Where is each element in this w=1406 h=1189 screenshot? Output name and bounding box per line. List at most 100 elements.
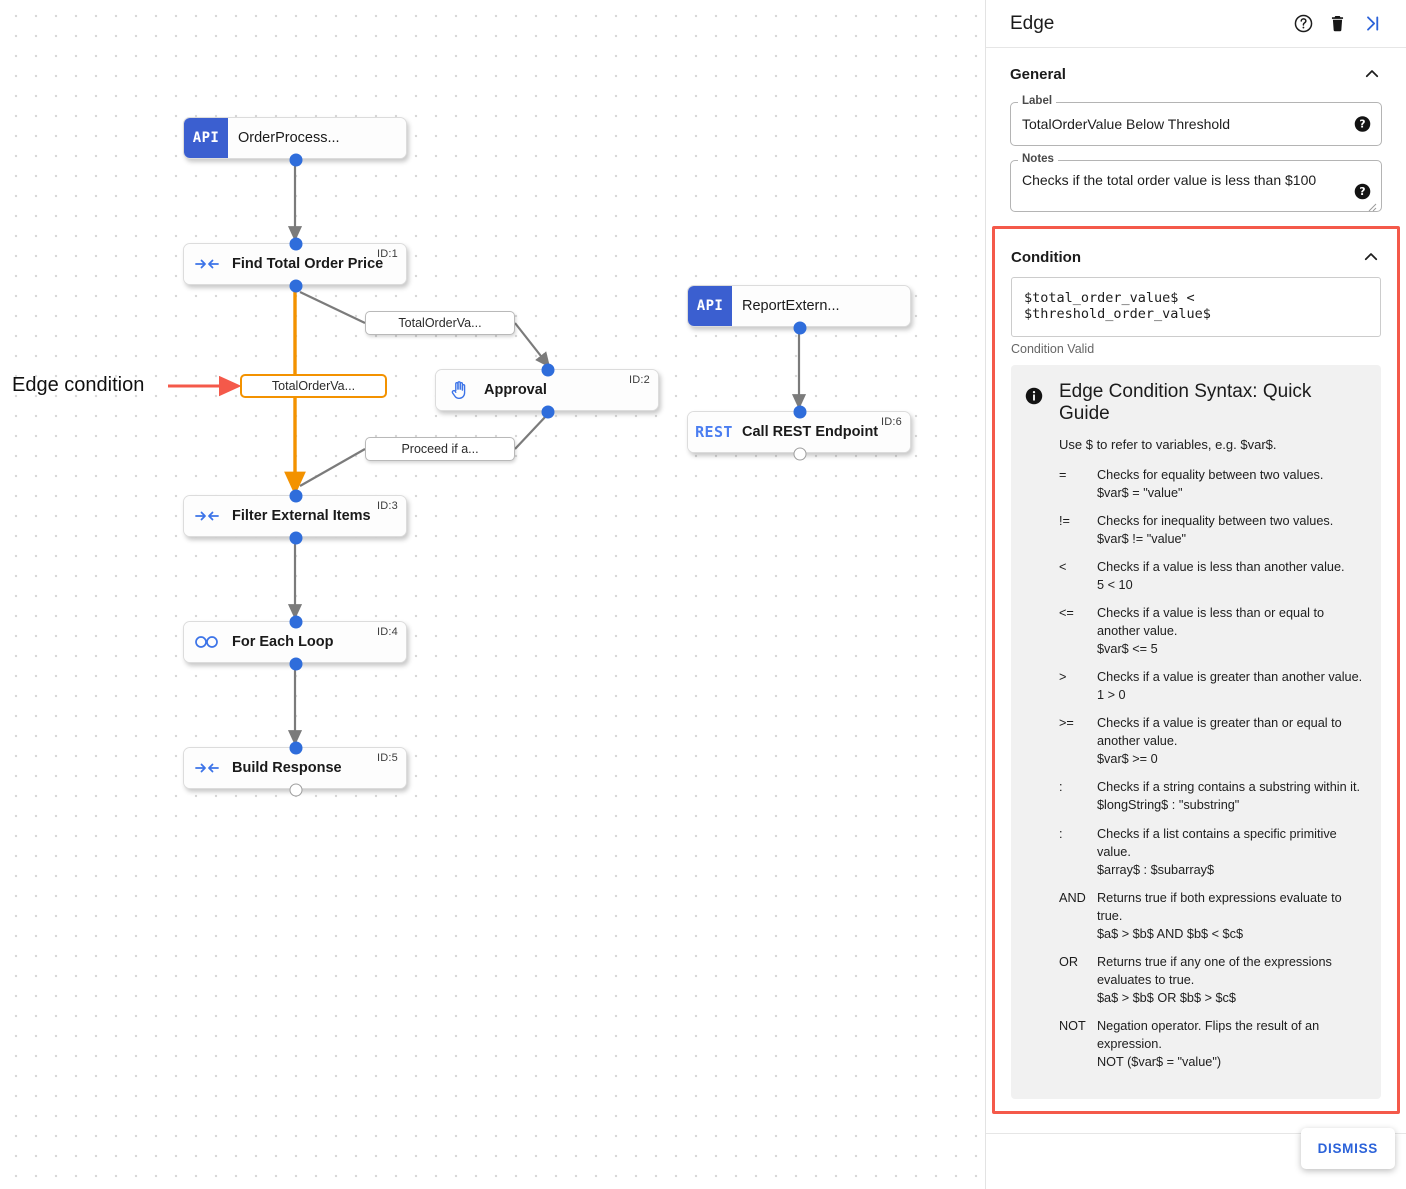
chevron-up-icon[interactable] xyxy=(1362,64,1382,84)
api-badge-icon: API xyxy=(184,118,228,158)
operator-description: Negation operator. Flips the result of a… xyxy=(1097,1017,1367,1071)
node-title: OrderProcess... xyxy=(238,130,340,146)
edge-label-text: TotalOrderVa... xyxy=(398,316,482,330)
operator-example: $a$ > $b$ AND $b$ < $c$ xyxy=(1097,926,1244,941)
guide-lead: Use $ to refer to variables, e.g. $var$. xyxy=(1059,437,1277,452)
panel-body: General Label TotalOrderValue Below Thre… xyxy=(986,48,1406,1133)
node-port-output[interactable] xyxy=(289,657,303,671)
merge-arrows-icon xyxy=(184,496,230,536)
node-port-input[interactable] xyxy=(289,741,303,755)
node-title: Filter External Items xyxy=(232,508,371,524)
merge-arrows-icon xyxy=(184,748,230,788)
node-call-rest-endpoint[interactable]: REST Call REST Endpoint ID:6 xyxy=(687,405,911,461)
node-build-response[interactable]: Build Response ID:5 xyxy=(183,741,407,797)
operator-description: Checks if a string contains a substring … xyxy=(1097,778,1367,814)
dismiss-button[interactable]: DISMISS xyxy=(1300,1128,1395,1169)
condition-syntax-guide-body: Edge Condition Syntax: Quick Guide Use $… xyxy=(1059,381,1367,1081)
help-icon[interactable] xyxy=(1286,7,1320,41)
operator-description-text: Checks for equality between two values. xyxy=(1097,468,1324,482)
operator-row: : Checks if a string contains a substring… xyxy=(1059,778,1367,814)
node-port-output[interactable] xyxy=(289,153,303,167)
node-approval[interactable]: Approval ID:2 xyxy=(435,363,659,419)
operator-example: 5 < 10 xyxy=(1097,578,1133,593)
operator-description: Checks for equality between two values.$… xyxy=(1097,466,1367,502)
operator-row: AND Returns true if both expressions eval… xyxy=(1059,889,1367,943)
node-id-label: ID:5 xyxy=(377,752,398,764)
operator-example: $var$ >= 0 xyxy=(1097,752,1158,767)
node-port-output[interactable] xyxy=(793,321,807,335)
edge-label-proceed-if[interactable]: Proceed if a... xyxy=(365,437,515,461)
operator-symbol: AND xyxy=(1059,890,1086,905)
node-title: Call REST Endpoint xyxy=(742,424,879,440)
node-title: Build Response xyxy=(232,760,342,776)
label-field-wrapper: Label TotalOrderValue Below Threshold ? xyxy=(1010,95,1382,146)
node-id-label: ID:4 xyxy=(377,626,398,638)
notes-help-icon[interactable]: ? xyxy=(1354,183,1371,200)
edge-label-text: TotalOrderVa... xyxy=(271,379,356,393)
node-port-output[interactable] xyxy=(289,531,303,545)
operator-symbol: = xyxy=(1059,468,1067,482)
label-field-legend: Label xyxy=(1018,95,1057,107)
node-find-total-order-price[interactable]: Find Total Order Price ID:1 xyxy=(183,237,407,293)
operator-row: = Checks for equality between two values.… xyxy=(1059,466,1367,502)
node-id-label: ID:6 xyxy=(881,416,902,428)
delete-icon[interactable] xyxy=(1320,7,1354,41)
operator-list: = Checks for equality between two values.… xyxy=(1059,466,1367,1071)
operator-description: Returns true if any one of the expressio… xyxy=(1097,953,1367,1007)
node-id-label: ID:2 xyxy=(629,374,650,386)
node-port-output[interactable] xyxy=(541,405,555,419)
section-condition-header[interactable]: Condition xyxy=(1001,231,1391,277)
operator-description-text: Negation operator. Flips the result of a… xyxy=(1097,1018,1320,1051)
operator-description: Checks if a list contains a specific pri… xyxy=(1097,825,1367,879)
condition-expression-input[interactable]: $total_order_value$ < $threshold_order_v… xyxy=(1011,277,1381,337)
operator-description: Checks for inequality between two values… xyxy=(1097,512,1367,548)
collapse-panel-icon[interactable] xyxy=(1354,7,1388,41)
node-port-output[interactable] xyxy=(793,447,807,461)
hand-approval-icon xyxy=(436,370,482,410)
operator-description: Returns true if both expressions evaluat… xyxy=(1097,889,1367,943)
node-id-label: ID:3 xyxy=(377,500,398,512)
operator-symbol: != xyxy=(1059,514,1070,529)
section-general-header[interactable]: General xyxy=(1000,48,1392,94)
annotation-edge-condition: Edge condition xyxy=(12,374,145,396)
label-help-icon[interactable]: ? xyxy=(1354,116,1371,133)
node-port-input[interactable] xyxy=(289,489,303,503)
node-for-each-loop[interactable]: For Each Loop ID:4 xyxy=(183,615,407,671)
operator-example: $var$ != "value" xyxy=(1097,532,1187,547)
node-port-input[interactable] xyxy=(541,363,555,377)
operator-example: $a$ > $b$ OR $b$ > $c$ xyxy=(1097,990,1236,1005)
chevron-up-icon[interactable] xyxy=(1361,247,1381,267)
node-filter-external-items[interactable]: Filter External Items ID:3 xyxy=(183,489,407,545)
operator-symbol: NOT xyxy=(1059,1018,1086,1033)
condition-validity-status: Condition Valid xyxy=(1011,342,1095,356)
operator-row: :Checks if a list contains a specific pr… xyxy=(1059,825,1367,879)
node-port-output[interactable] xyxy=(289,783,303,797)
condition-section-highlight: Condition $total_order_value$ < $thresho… xyxy=(992,226,1400,1114)
notes-input[interactable]: Checks if the total order value is less … xyxy=(1010,160,1382,212)
node-report-extern[interactable]: API ReportExtern... xyxy=(687,285,911,335)
operator-example: $array$ : $subarray$ xyxy=(1097,862,1215,877)
operator-example: NOT ($var$ = "value") xyxy=(1097,1054,1222,1069)
notes-resize-handle[interactable] xyxy=(1367,199,1377,212)
operator-symbol: : xyxy=(1059,780,1063,795)
node-port-input[interactable] xyxy=(289,237,303,251)
operator-description: Checks if a value is greater than or equ… xyxy=(1097,714,1367,768)
edge-label-total-order-value-upper[interactable]: TotalOrderVa... xyxy=(365,311,515,335)
operator-row: > Checks if a value is greater than anoth… xyxy=(1059,668,1367,704)
node-port-input[interactable] xyxy=(289,615,303,629)
node-id-label: ID:1 xyxy=(377,248,398,260)
node-title: For Each Loop xyxy=(232,634,334,650)
node-port-output[interactable] xyxy=(289,279,303,293)
operator-example: $longString$ : "substring" xyxy=(1097,798,1240,813)
merge-arrows-icon xyxy=(184,244,230,284)
operator-description: Checks if a value is greater than anothe… xyxy=(1097,668,1367,704)
edge-label-total-order-value-selected[interactable]: TotalOrderVa... xyxy=(240,374,387,398)
operator-symbol: > xyxy=(1059,670,1067,685)
node-order-process[interactable]: API OrderProcess... xyxy=(183,117,407,167)
info-icon xyxy=(1025,381,1045,1081)
label-input[interactable]: TotalOrderValue Below Threshold xyxy=(1010,102,1382,146)
workflow-canvas[interactable]: Edge condition API OrderProcess... Find … xyxy=(0,0,985,1189)
operator-example: $var$ <= 5 xyxy=(1097,642,1158,657)
node-port-input[interactable] xyxy=(793,405,807,419)
edge-properties-panel: Edge xyxy=(985,0,1406,1189)
